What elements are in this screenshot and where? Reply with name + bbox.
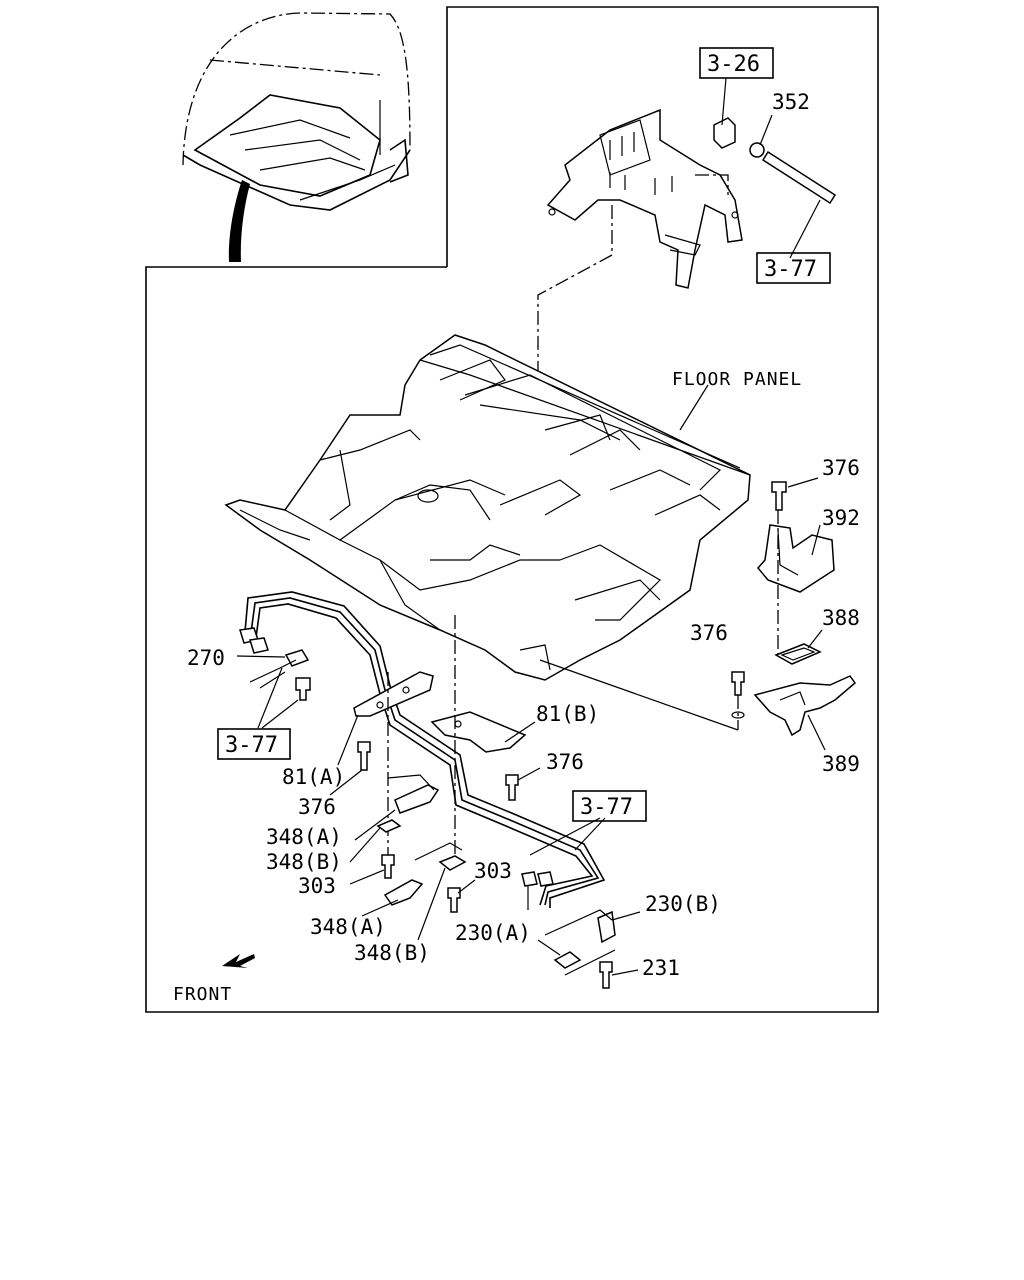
svg-text:3-77: 3-77 bbox=[225, 733, 278, 758]
callout-ref-3-77-top[interactable]: 3-77 bbox=[756, 252, 831, 284]
callout-230a[interactable]: 230(A) bbox=[455, 921, 531, 945]
svg-text:3-77: 3-77 bbox=[764, 257, 817, 282]
callout-348a-1[interactable]: 348(A) bbox=[266, 825, 342, 849]
callout-230b[interactable]: 230(B) bbox=[645, 892, 721, 916]
callout-348a-2[interactable]: 348(A) bbox=[310, 915, 386, 939]
front-label: FRONT bbox=[173, 984, 232, 1005]
callout-348b-2[interactable]: 348(B) bbox=[354, 941, 430, 965]
main-frame bbox=[145, 6, 879, 1013]
callout-303-2[interactable]: 303 bbox=[474, 859, 512, 883]
callout-303-1[interactable]: 303 bbox=[298, 874, 336, 898]
svg-text:3-26: 3-26 bbox=[707, 52, 760, 77]
pipe-nuts-right bbox=[521, 871, 554, 910]
callout-270[interactable]: 270 bbox=[187, 646, 225, 670]
callout-352[interactable]: 352 bbox=[772, 90, 810, 114]
callout-348b-1[interactable]: 348(B) bbox=[266, 850, 342, 874]
callout-376-left[interactable]: 376 bbox=[298, 795, 336, 819]
callout-81a[interactable]: 81(A) bbox=[282, 765, 345, 789]
floor-panel bbox=[224, 334, 751, 681]
callout-376-top[interactable]: 376 bbox=[822, 456, 860, 480]
callout-389[interactable]: 389 bbox=[822, 752, 860, 776]
fuel-pipes bbox=[244, 591, 606, 908]
upper-bracket bbox=[546, 108, 743, 289]
callout-376-right[interactable]: 376 bbox=[690, 621, 728, 645]
callout-ref-3-77-mid[interactable]: 3-77 bbox=[572, 790, 647, 822]
callout-388[interactable]: 388 bbox=[822, 606, 860, 630]
callout-376-mid[interactable]: 376 bbox=[546, 750, 584, 774]
inset-pointer-arrow bbox=[228, 180, 250, 262]
callout-81b[interactable]: 81(B) bbox=[536, 702, 599, 726]
floor-panel-label: FLOOR PANEL bbox=[672, 369, 802, 390]
callout-231[interactable]: 231 bbox=[642, 956, 680, 980]
callout-ref-3-26[interactable]: 3-26 bbox=[699, 47, 774, 79]
cab-inset bbox=[182, 12, 411, 262]
callout-392[interactable]: 392 bbox=[822, 506, 860, 530]
svg-text:3-77: 3-77 bbox=[580, 795, 633, 820]
callout-ref-3-77-left[interactable]: 3-77 bbox=[217, 728, 291, 760]
front-arrow-icon bbox=[222, 954, 255, 968]
pipe-nuts-left bbox=[239, 627, 269, 654]
